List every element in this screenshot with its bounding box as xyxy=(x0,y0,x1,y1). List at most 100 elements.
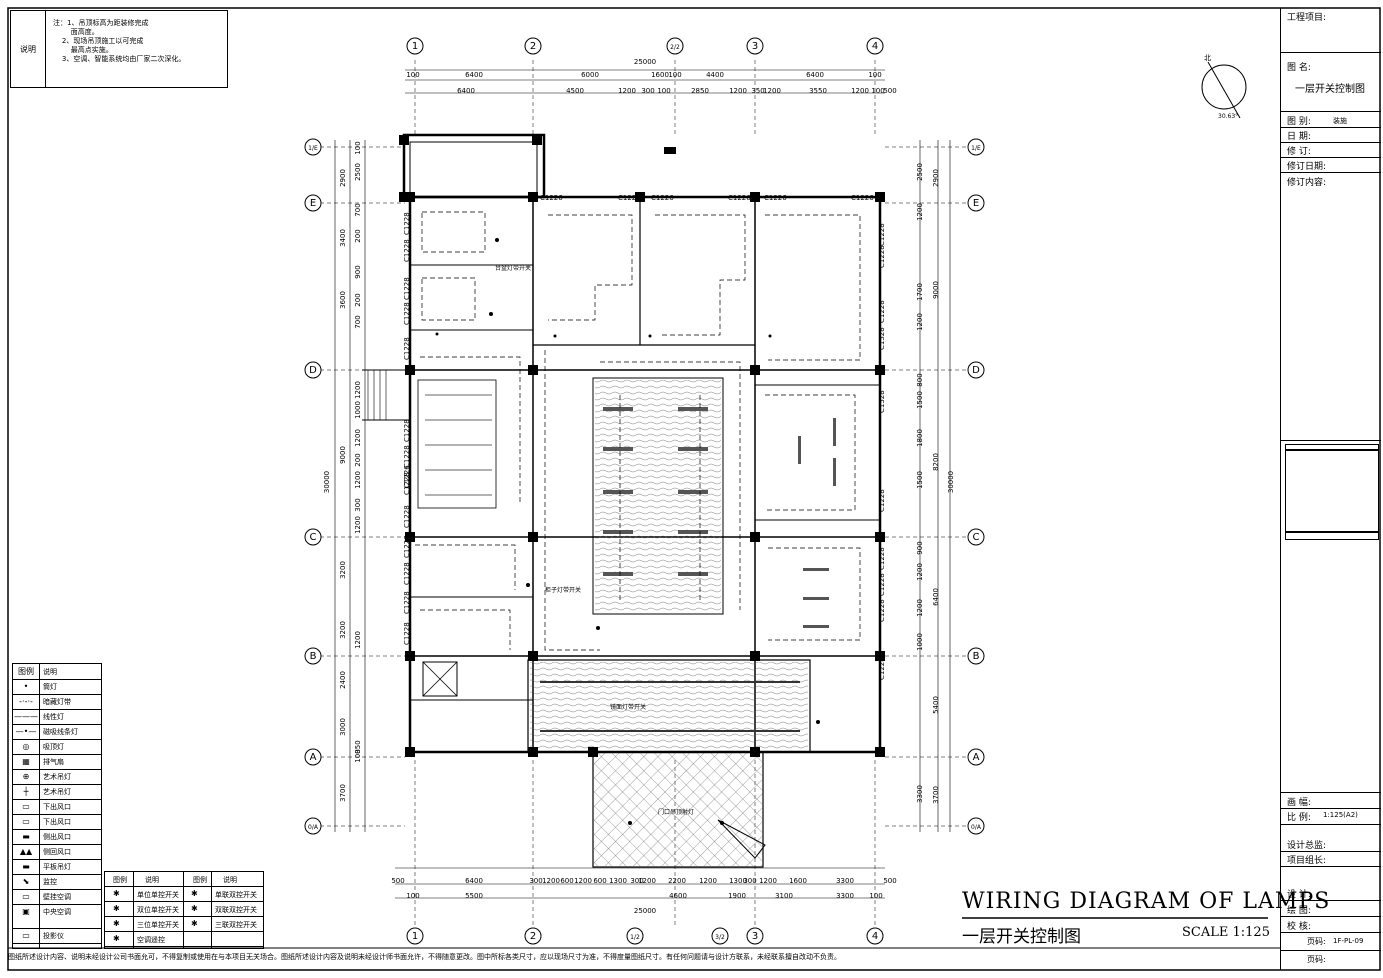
project-leader-label: 项目组长: xyxy=(1287,856,1327,866)
wood-ceiling-area xyxy=(530,662,808,750)
dim-text: 3200 xyxy=(339,621,347,639)
dim-text: 3100 xyxy=(775,892,793,900)
window-label: C1228 xyxy=(878,599,886,622)
north-label: 北 xyxy=(1204,54,1211,62)
svg-text:3: 3 xyxy=(752,931,758,942)
legend-item-label: 投影仪 xyxy=(43,932,64,940)
legend-header: 图例说明 xyxy=(13,664,101,680)
grid-lines xyxy=(320,60,970,925)
sheet-size-label: 画 幅: xyxy=(1287,798,1311,808)
axis-bubble: A xyxy=(967,748,985,766)
svg-text:C: C xyxy=(973,532,980,543)
axis-bubble: 1/E xyxy=(967,138,985,156)
dim-text: 800 xyxy=(916,373,924,386)
legend-item: ▣中央空调 xyxy=(13,904,101,929)
axis-bubble: 4 xyxy=(866,927,884,945)
legend-item-label: 下出风口 xyxy=(43,818,71,826)
axis-bubble: 2 xyxy=(524,927,542,945)
legend-symbol-icon: ▣ xyxy=(22,907,30,916)
dim-text: 3700 xyxy=(339,784,347,802)
dim-text: 30000 xyxy=(323,471,331,493)
dim-text: 3700 xyxy=(932,786,940,804)
category-value: 装施 xyxy=(1333,117,1347,125)
svg-text:A: A xyxy=(973,752,980,763)
axis-bubble: A xyxy=(304,748,322,766)
window-label: C1228 xyxy=(878,300,886,323)
revision-date-label: 修订日期: xyxy=(1287,162,1327,172)
dim-text: 4400 xyxy=(706,71,724,79)
axis-bubble: 1/2 xyxy=(626,927,644,945)
legend-symbol-icon: ▭ xyxy=(22,892,30,901)
dim-text: 1200 xyxy=(916,313,924,331)
window-label: C1228 xyxy=(878,223,886,246)
legend-symbol-icon: ┼ xyxy=(23,787,29,796)
legend-item-label: 艺术吊灯 xyxy=(43,773,71,781)
legend-header-desc: 说明 xyxy=(43,668,57,676)
dim-text: 1200 xyxy=(354,631,362,649)
svg-text:D: D xyxy=(972,365,980,376)
dim-text: 300 xyxy=(743,877,756,885)
legend-symbol-icon: ▦ xyxy=(22,757,30,766)
switch-legend-header: 说明 xyxy=(223,876,237,884)
legend-item: ▭下出风口 xyxy=(13,799,101,815)
switch-symbol-icon: ✱ xyxy=(191,889,198,898)
dim-text: 300 xyxy=(354,498,362,511)
dim-text: 2500 xyxy=(354,163,362,181)
dim-text: 1200 xyxy=(699,877,717,885)
lamp-legend: 图例说明•筒灯-·-·-暗藏灯带———线性灯—•—磁吸线条灯◎吸顶灯▦排气扇⊕艺… xyxy=(12,663,102,949)
axis-bubble: C xyxy=(304,528,322,546)
legend-item: ▭投影仪 xyxy=(13,928,101,944)
window-label: C1226 xyxy=(618,194,641,202)
window-label: C1228 xyxy=(403,535,411,558)
legend-symbol-icon: ——— xyxy=(14,712,38,721)
dim-text: 1300 xyxy=(609,877,627,885)
category-label: 图 别: xyxy=(1287,117,1311,127)
dim-total: 25000 xyxy=(634,907,656,915)
window-label: C1226 xyxy=(540,194,563,202)
dim-text: 2400 xyxy=(339,671,347,689)
dim-text: 2900 xyxy=(339,169,347,187)
legend-symbol-icon: ▲▲ xyxy=(19,847,33,856)
dim-text: 300 xyxy=(630,877,643,885)
dim-text: 6400 xyxy=(465,71,483,79)
dim-text: 500 xyxy=(883,87,896,95)
dim-text: 3300 xyxy=(836,892,854,900)
legend-symbol-icon: ◎ xyxy=(22,742,30,751)
dim-text: 6400 xyxy=(457,87,475,95)
svg-text:1/E: 1/E xyxy=(971,145,981,152)
axis-bubble: 0/A xyxy=(967,817,985,835)
window-label: C1226 xyxy=(728,194,751,202)
north-angle: 30.63° xyxy=(1218,113,1238,120)
annotation-label: 柜子灯带开关 xyxy=(545,586,581,594)
page-label: 页码: xyxy=(1307,937,1326,946)
window-label: C1528 xyxy=(878,327,886,350)
switch-legend: 图例说明图例说明✱单位单控开关✱双位单控开关✱三位单控开关✱空调遥控✱单联双控开… xyxy=(104,871,264,949)
window-label: C1228 xyxy=(878,573,886,596)
porch-hatch xyxy=(594,753,762,866)
legend-item-label: 排气扇 xyxy=(43,758,64,766)
svg-text:B: B xyxy=(973,651,980,662)
window-label: C1226 xyxy=(651,194,674,202)
dim-text: 100 xyxy=(869,892,882,900)
dim-text: 2850 xyxy=(691,87,709,95)
window-label: C1228 xyxy=(878,489,886,512)
legend-item-label: 平板吊灯 xyxy=(43,863,71,871)
switch-legend-item: 双联双控开关 xyxy=(215,906,257,914)
axis-bubble: B xyxy=(967,647,985,665)
legend-item: •筒灯 xyxy=(13,679,101,695)
dimension-lines xyxy=(334,69,951,899)
dim-text: 300 xyxy=(641,87,654,95)
window-label: C1228 xyxy=(878,657,886,680)
dim-text: 200 xyxy=(354,453,362,466)
legend-symbol-icon: ⊕ xyxy=(22,772,30,781)
switch-legend-item: 单位单控开关 xyxy=(137,891,179,899)
dim-text: 900 xyxy=(916,541,924,554)
axis-bubble: 1/E xyxy=(304,138,322,156)
switch-legend-item: 三联双控开关 xyxy=(215,921,257,929)
dim-text: 6400 xyxy=(465,877,483,885)
dim-text: 100 xyxy=(868,71,881,79)
dim-text: 5400 xyxy=(932,696,940,714)
